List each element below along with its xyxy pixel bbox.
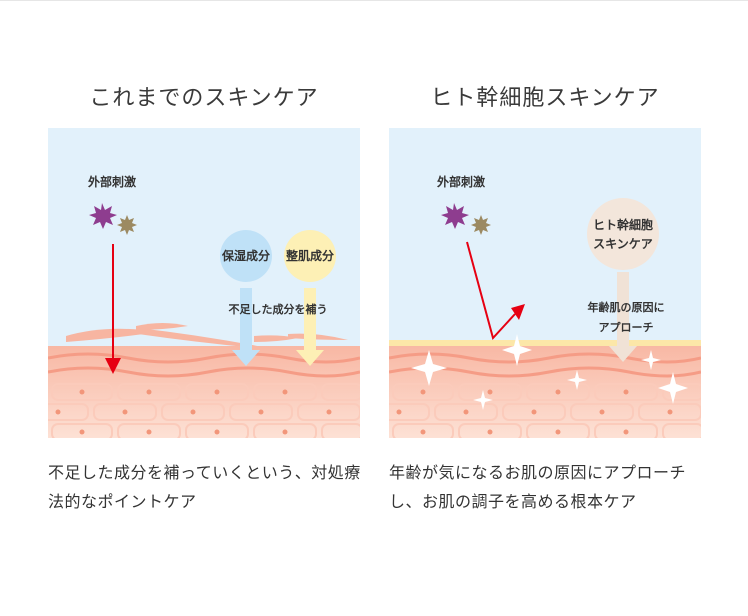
- barrier-arrow-shaft: [304, 288, 316, 354]
- top-divider: [0, 0, 748, 1]
- approach-label-line1: 年齢肌の原因に: [588, 300, 665, 314]
- barrier-label: 整肌成分: [285, 248, 334, 263]
- barrier-arrow-head: [296, 350, 324, 366]
- left-skin-diagram: 外部刺激 保湿成分 整肌成分 不足した成分を補う: [48, 128, 360, 438]
- moisture-label: 保湿成分: [221, 248, 270, 263]
- cell-nuclei: [396, 389, 673, 435]
- deflected-arrow-head: [511, 304, 525, 320]
- left-caption: 不足した成分を補っていくという、対処療法的なポイントケア: [48, 463, 361, 511]
- stemcell-arrow-head: [609, 346, 637, 362]
- irritant-purple-icon: [441, 203, 469, 229]
- right-caption: 年齢が気になるお肌の原因にアプローチし、お肌の調子を高める根本ケア: [389, 463, 687, 511]
- irritant-brown-icon: [117, 215, 137, 235]
- irritant-arrow-head: [105, 358, 121, 374]
- right-title: ヒト幹細胞スキンケア: [430, 86, 660, 111]
- barrier-ingredient-circle: [284, 230, 336, 282]
- cell-nuclei: [55, 389, 332, 435]
- irritant-purple-icon: [89, 203, 117, 229]
- stemcell-label-line2: スキンケア: [593, 237, 653, 251]
- left-title: これまでのスキンケア: [89, 86, 319, 111]
- barrier-band: [389, 340, 701, 346]
- stemcell-label-line1: ヒト幹細胞: [593, 217, 653, 232]
- right-irritant-label: 外部刺激: [437, 174, 485, 189]
- moisture-arrow-head: [232, 350, 260, 366]
- moisture-arrow-shaft: [240, 288, 252, 354]
- moisture-ingredient-circle: [220, 230, 272, 282]
- stemcell-arrow-shaft: [617, 272, 629, 350]
- stemcell-circle: [587, 198, 659, 270]
- left-irritant-label: 外部刺激: [88, 174, 136, 189]
- deflected-arrow-line: [466, 241, 516, 341]
- supplement-label: 不足した成分を補う: [229, 302, 328, 316]
- skin-cells: [48, 383, 360, 438]
- sparkle-icons: [411, 334, 688, 410]
- irritant-brown-icon: [471, 215, 491, 235]
- right-skin-diagram: 外部刺激 ヒト幹細胞 スキンケア 年齢肌の原因に アプローチ: [389, 128, 701, 438]
- approach-label-line2: アプローチ: [599, 320, 654, 334]
